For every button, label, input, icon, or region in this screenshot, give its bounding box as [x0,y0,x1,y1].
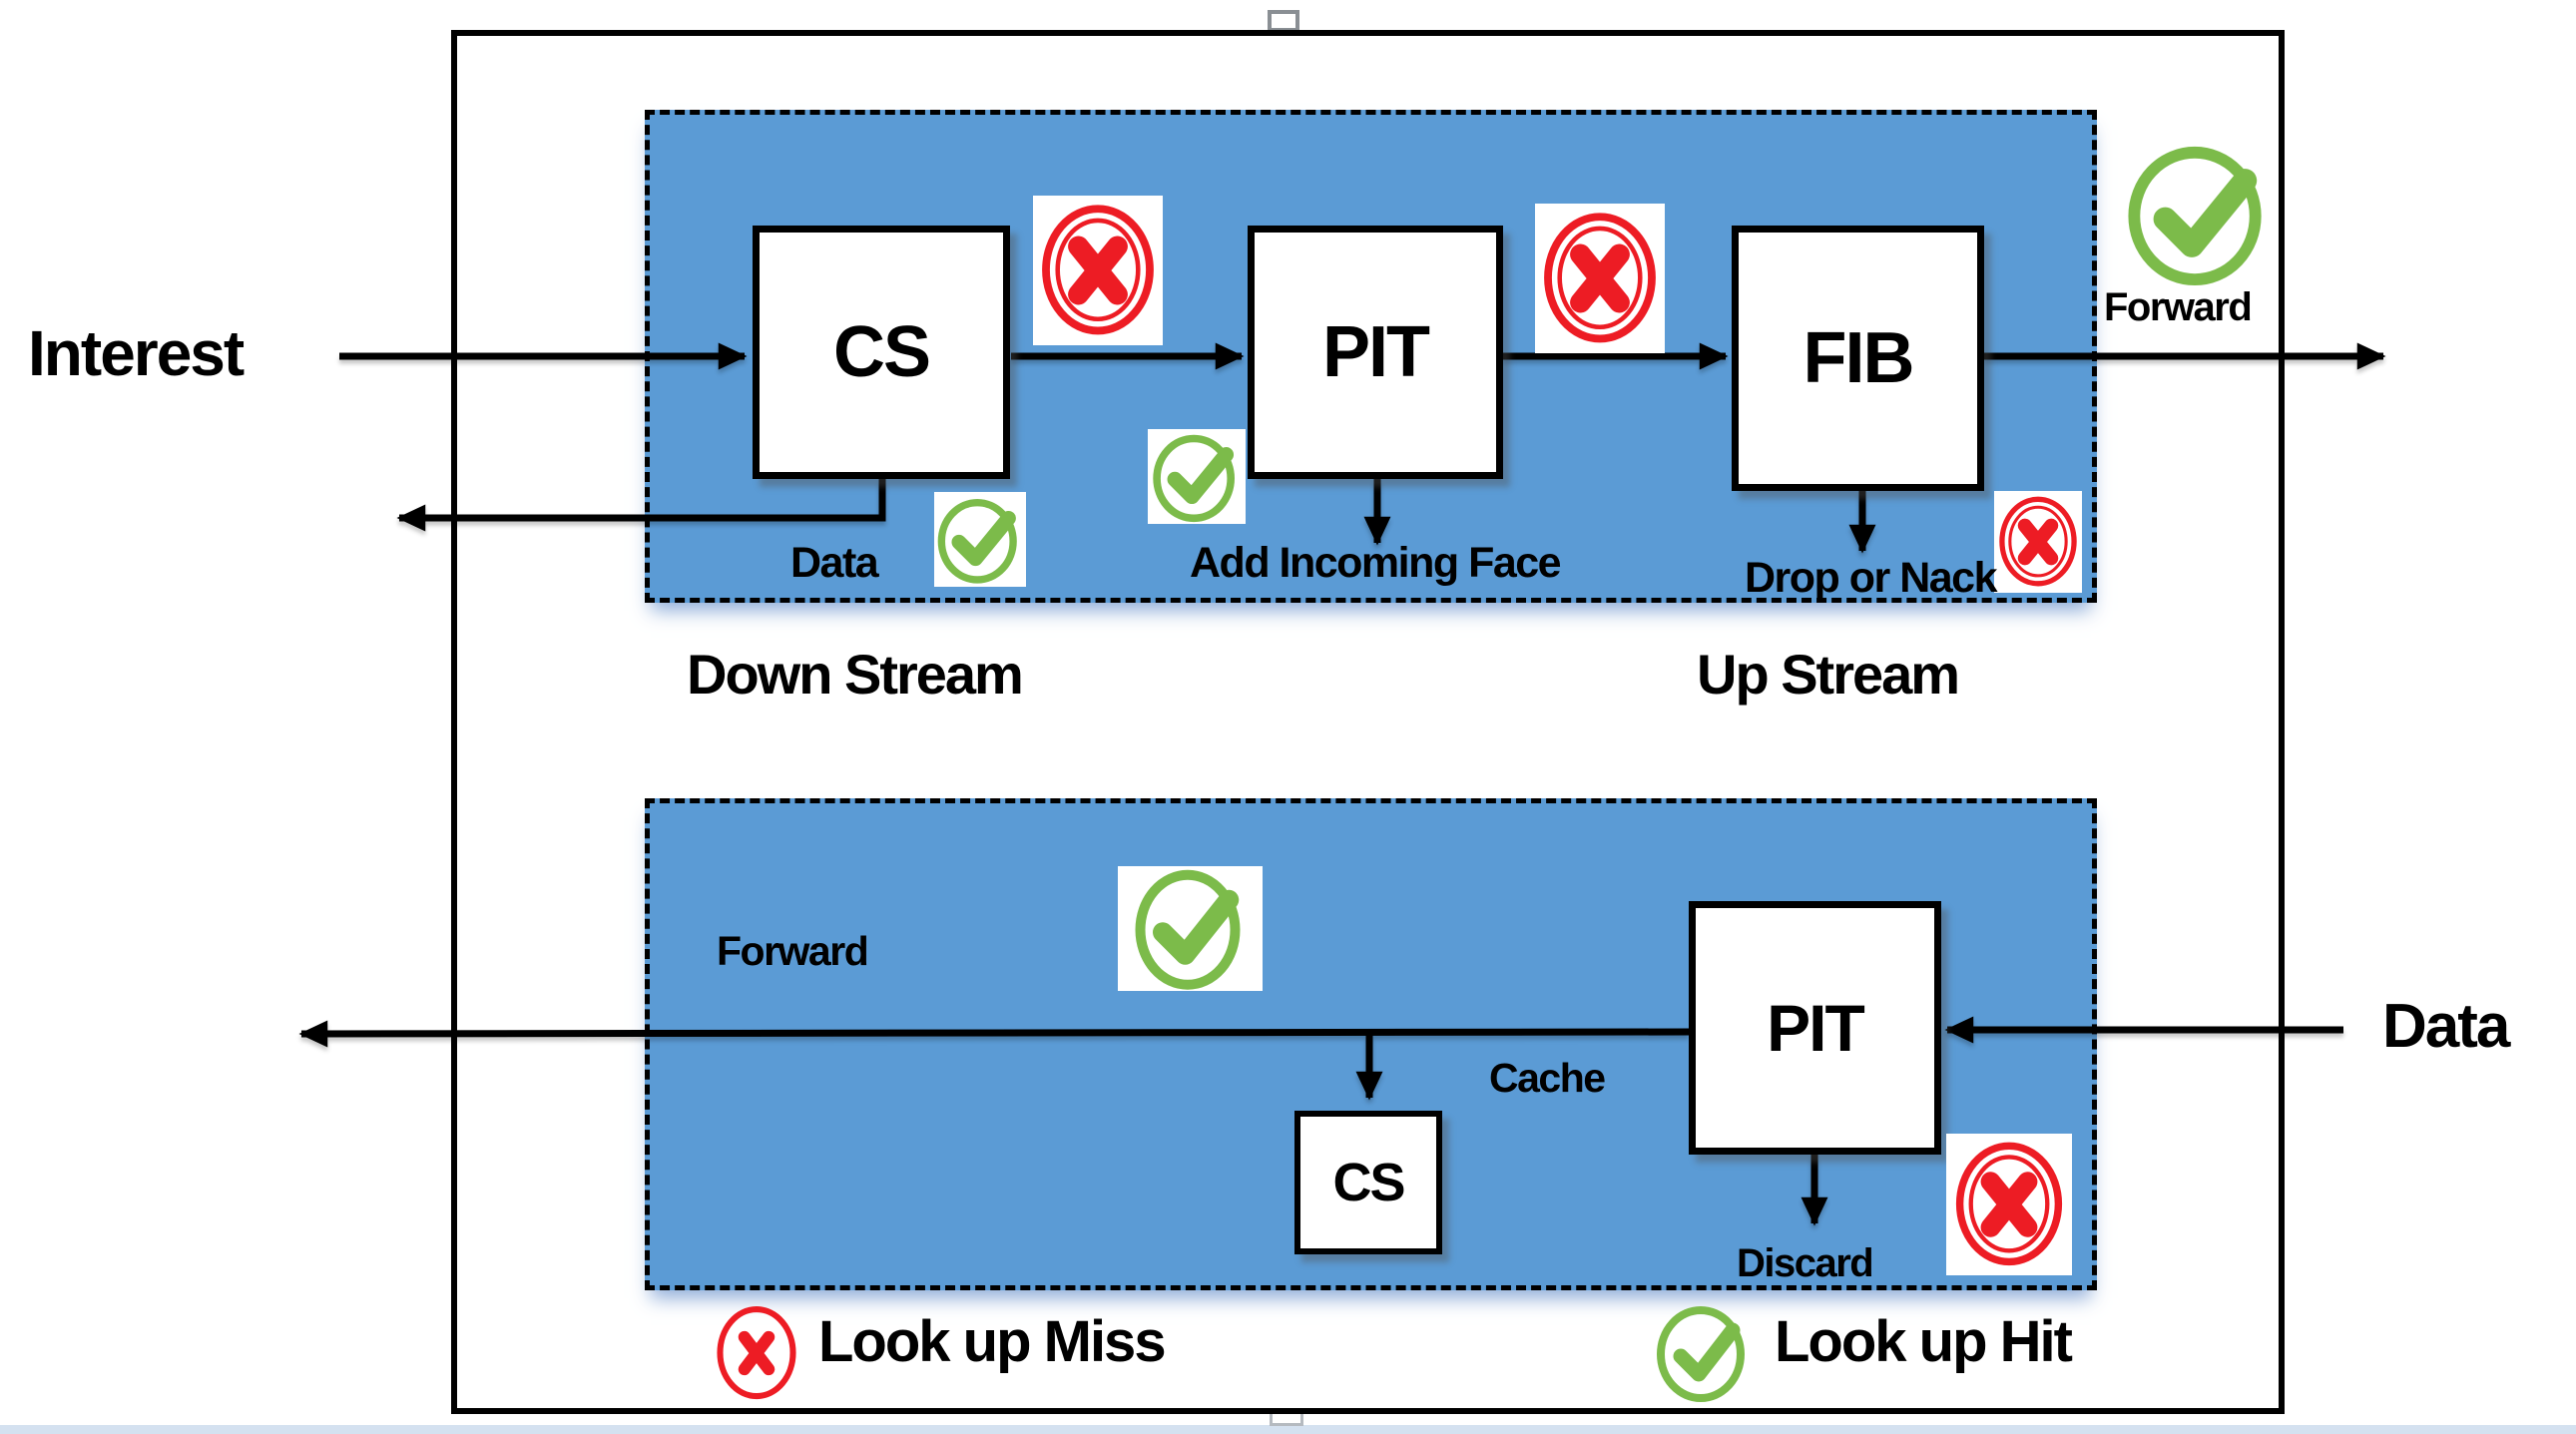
lookup-hit-forward-icon [2124,140,2272,289]
node-pit-bottom-label: PIT [1767,991,1865,1065]
add-incoming-face-label: Add Incoming Face [1190,539,1562,587]
data-forward-arrow [298,1020,1690,1048]
node-pit-top-label: PIT [1321,312,1430,392]
lookup-miss-discard-icon [1946,1134,2072,1275]
node-fib-top-label: FIB [1803,318,1915,398]
down-stream-label: Down Stream [687,643,1024,706]
lookup-miss-cs-icon [1033,196,1163,345]
page-bottom-strip [0,1425,2576,1434]
node-pit-bottom: PIT [1689,901,1941,1155]
node-cs-top: CS [753,226,1010,479]
drop-or-nack-label: Drop or Nack [1745,554,1998,602]
data-return-label: Data [790,539,879,587]
interest-label: Interest [28,317,245,389]
lookup-hit-pit-icon [1148,429,1246,524]
lookup-miss-icon [711,1303,802,1403]
lookup-hit-label: Look up Hit [1775,1309,2073,1374]
node-cs-top-label: CS [832,312,931,392]
cache-label: Cache [1489,1055,1606,1101]
lookup-hit-icon [1649,1303,1757,1403]
node-cs-bottom: CS [1294,1111,1442,1254]
lookup-hit-cs-icon [934,492,1026,587]
node-fib-top: FIB [1732,226,1984,491]
cs-data-return-arrow [396,479,886,532]
outer-frame [451,30,2285,1414]
lookup-miss-fib-icon [1994,491,2082,593]
node-cs-bottom-label: CS [1332,1153,1405,1212]
discard-label: Discard [1737,1241,1874,1285]
forward-bottom-label: Forward [717,928,869,974]
forward-top-label: Forward [2104,285,2253,329]
lookup-miss-label: Look up Miss [818,1309,1167,1374]
lookup-hit-bottom-forward-icon [1118,866,1263,991]
node-pit-top: PIT [1248,226,1503,479]
data-right-label: Data [2382,992,2510,1061]
up-stream-label: Up Stream [1697,643,1960,706]
lookup-miss-pit-icon [1535,204,1665,353]
